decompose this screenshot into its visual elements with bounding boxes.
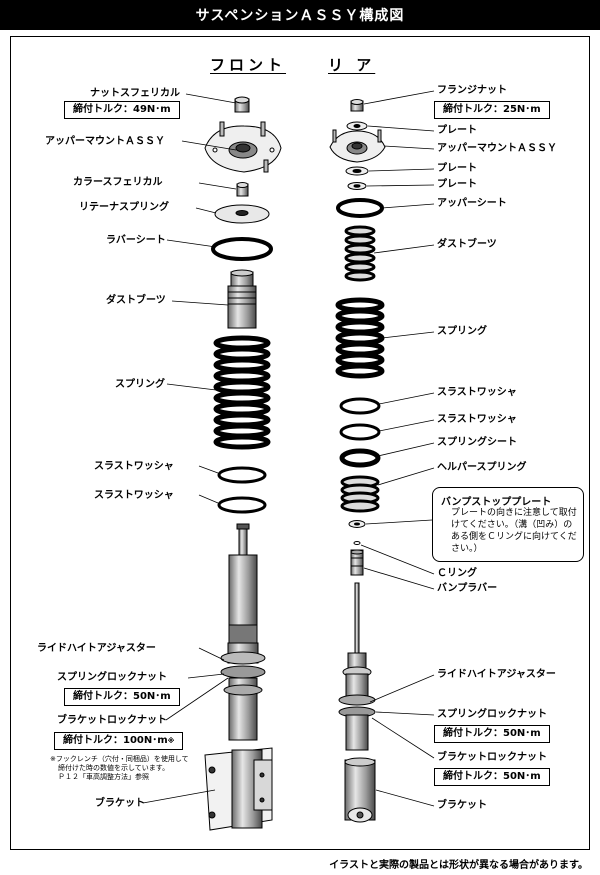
bump-stop-plate-callout: バンプストッププレート プレートの向きに注意して取付けてください。（溝（凹み）の… bbox=[432, 487, 584, 562]
rear-plate-1 bbox=[346, 121, 368, 131]
front-rubber-seat bbox=[211, 237, 273, 261]
rear-dust-boot bbox=[344, 225, 376, 282]
rear-bracket-label: ブラケット bbox=[437, 800, 487, 811]
rear-plate-2-label: プレート bbox=[437, 163, 477, 174]
rear-spring bbox=[335, 297, 385, 379]
front-dust-boot-label: ダストブーツ bbox=[106, 295, 166, 306]
rear-thrust-washer-2-label: スラストワッシャ bbox=[437, 414, 517, 425]
rear-bump-rubber-label: バンプラバー bbox=[437, 583, 498, 594]
rear-damper-body bbox=[338, 582, 376, 751]
bump-stop-plate-label: バンプストッププレート bbox=[441, 497, 552, 508]
rear-upper-mount-label: アッパーマウントＡＳＳＹ bbox=[437, 143, 557, 154]
page-title: サスペンションＡＳＳＹ構成図 bbox=[0, 0, 600, 30]
rear-c-ring-and-bump-rubber bbox=[350, 541, 364, 576]
rear-flange-nut-label: フランジナット bbox=[437, 85, 507, 96]
rear-thrust-washer-1-label: スラストワッシャ bbox=[437, 387, 517, 398]
front-rubber-seat-label: ラバーシート bbox=[106, 235, 166, 246]
front-spring-lock-torque: 締付トルク：50N･m bbox=[64, 688, 180, 706]
front-spring bbox=[213, 335, 271, 450]
front-ride-height-adjuster-label: ライドハイトアジャスター bbox=[37, 643, 156, 654]
front-nut-spherical bbox=[234, 96, 250, 113]
front-column-heading: フロント bbox=[210, 56, 287, 74]
rear-thrust-washers bbox=[339, 397, 381, 441]
front-bracket-lock-nut-label: ブラケットロックナット bbox=[57, 715, 167, 726]
rear-upper-mount-assy bbox=[329, 129, 386, 163]
rear-column-heading: リ ア bbox=[328, 56, 376, 74]
rear-dust-boot-label: ダストブーツ bbox=[437, 239, 497, 250]
rear-c-ring-label: Ｃリング bbox=[437, 568, 477, 579]
front-bracket-lock-torque: 締付トルク：100N･m※ bbox=[54, 732, 184, 750]
front-thrust-washer-2-label: スラストワッシャ bbox=[94, 490, 174, 501]
front-dust-boot bbox=[227, 269, 257, 329]
rear-plates-2-3 bbox=[345, 166, 369, 190]
rear-spring-lock-torque: 締付トルク：50N･m bbox=[434, 725, 550, 743]
front-torque-note-2: 締付けた時の数値を示しています。 bbox=[58, 764, 170, 772]
rear-spring-label: スプリング bbox=[437, 326, 487, 337]
rear-flange-nut bbox=[350, 99, 364, 112]
rear-plate-1-label: プレート bbox=[437, 125, 477, 136]
rear-bracket bbox=[344, 757, 376, 823]
front-bracket bbox=[204, 747, 273, 831]
front-retainer-spring bbox=[214, 204, 270, 224]
front-spring-label: スプリング bbox=[115, 379, 165, 390]
front-upper-mount-assy bbox=[204, 121, 282, 173]
rear-ride-height-adjuster-label: ライドハイトアジャスター bbox=[437, 669, 556, 680]
rear-spring-lock-nut-label: スプリングロックナット bbox=[437, 709, 547, 720]
front-retainer-label: リテーナスプリング bbox=[79, 202, 169, 213]
front-thrust-washers bbox=[217, 466, 267, 514]
rear-bracket-lock-torque: 締付トルク：50N･m bbox=[434, 768, 550, 786]
rear-plate-3-label: プレート bbox=[437, 179, 477, 190]
front-upper-mount-label: アッパーマウントＡＳＳＹ bbox=[45, 136, 165, 147]
front-collar-spherical bbox=[236, 182, 249, 197]
front-collar-label: カラースフェリカル bbox=[73, 177, 163, 188]
rear-helper-spring-label: ヘルパースプリング bbox=[437, 462, 527, 473]
rear-flange-torque: 締付トルク：25N･m bbox=[434, 101, 550, 119]
front-damper-body bbox=[220, 523, 266, 741]
front-nut-label: ナットスフェリカル bbox=[90, 88, 180, 99]
front-bracket-label: ブラケット bbox=[95, 798, 145, 809]
front-torque-note-1: ※フックレンチ（穴付・同梱品）を使用して bbox=[50, 755, 189, 763]
bump-stop-plate-note: プレートの向きに注意して取付けてください。（溝（凹み）のある側をＣリングに向けて… bbox=[451, 508, 577, 554]
front-nut-torque: 締付トルク：49N･m bbox=[64, 101, 180, 119]
rear-spring-seat bbox=[339, 448, 381, 468]
rear-bracket-lock-nut-label: ブラケットロックナット bbox=[437, 752, 547, 763]
footer-disclaimer: イラストと実際の製品とは形状が異なる場合があります。 bbox=[329, 860, 588, 871]
diagram-frame bbox=[10, 36, 590, 850]
front-thrust-washer-1-label: スラストワッシャ bbox=[94, 461, 174, 472]
front-spring-lock-nut-label: スプリングロックナット bbox=[57, 672, 167, 683]
front-torque-note-3: Ｐ１２「車高調整方法」参照 bbox=[58, 773, 149, 781]
rear-helper-spring bbox=[340, 475, 380, 513]
rear-spring-seat-label: スプリングシート bbox=[437, 437, 517, 448]
rear-bump-stop-plate bbox=[348, 520, 366, 528]
leader-lines bbox=[142, 90, 435, 807]
rear-upper-seat-label: アッパーシート bbox=[437, 198, 507, 209]
rear-upper-seat bbox=[336, 198, 384, 218]
